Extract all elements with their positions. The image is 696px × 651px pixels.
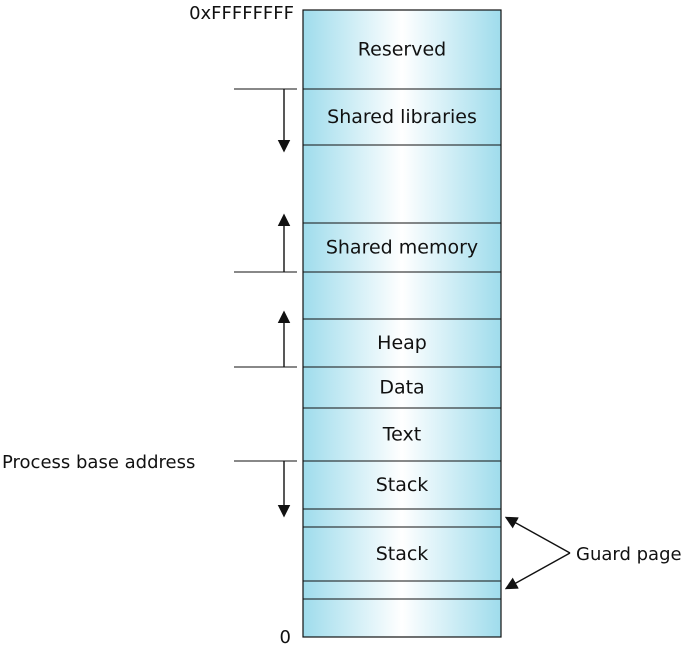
region-label-stack: Stack [376, 474, 429, 496]
guard-page-label: Guard page [576, 544, 682, 565]
region-label-data: Data [379, 377, 424, 399]
address-bottom-label: 0 [280, 627, 291, 648]
region-label-shared-memory: Shared memory [326, 237, 478, 259]
region-label-stack: Stack [376, 543, 429, 565]
region-label-text: Text [382, 424, 421, 446]
region-label-reserved: Reserved [358, 39, 446, 61]
address-top-label: 0xFFFFFFFF [189, 3, 294, 24]
memory-column [302, 9, 502, 638]
region-label-shared-libraries: Shared libraries [327, 106, 477, 128]
region-label-heap: Heap [377, 332, 427, 354]
process-base-address-label: Process base address [2, 452, 195, 473]
guard-page-arrow-lower [504, 552, 571, 590]
guard-page-arrow-upper [504, 516, 571, 554]
